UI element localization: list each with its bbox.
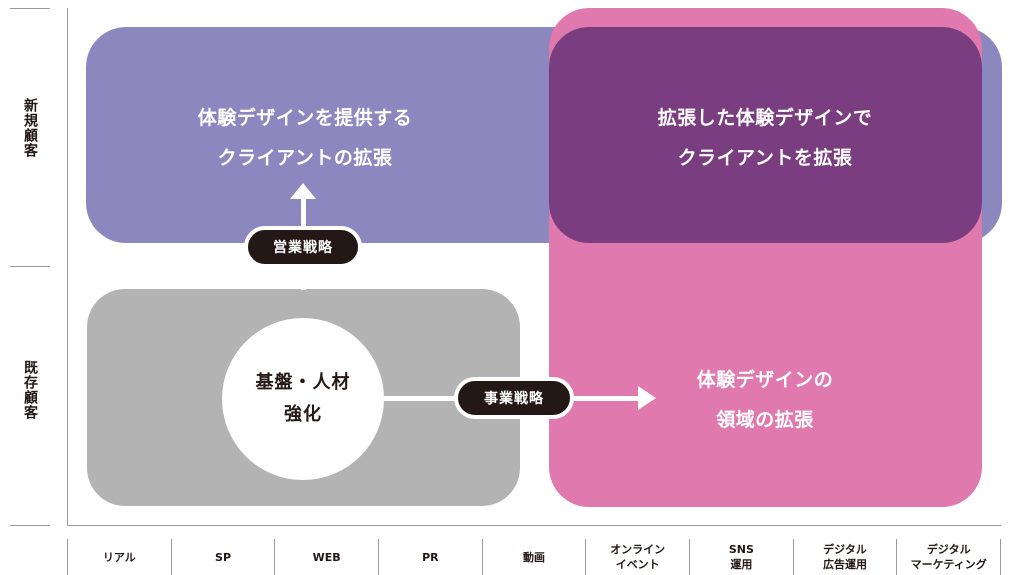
arrow-right-icon [638,386,656,410]
category-label: SNS [728,543,754,556]
category-digital-marketing: デジタル マーケティング [896,539,1002,575]
category-pr: PR [378,539,482,575]
category-label: マーケティング [910,558,987,571]
bottom-right-line-2: 領域の拡張 [716,409,814,431]
top-right-region-text: 拡張した体験デザインで クライアントを拡張 [610,98,920,178]
category-label: PR [422,550,439,564]
category-digital-ads: デジタル 広告運用 [792,539,897,575]
top-left-line-1: 体験デザインを提供する [197,107,413,129]
top-left-region-text: 体験デザインを提供する クライアントの拡張 [150,98,460,178]
category-label: デジタル [823,543,867,556]
row-label-existing-customers: 既存顧客 [22,360,38,420]
core-circle: 基盤・人材 強化 [222,318,384,480]
category-label: 動画 [523,550,546,564]
x-axis-line [67,525,1001,526]
category-sns: SNS 運用 [689,539,793,575]
category-label: 運用 [730,558,753,571]
row-divider-top [10,8,50,9]
category-label: イベント [615,558,660,571]
core-line-2: 強化 [284,404,322,425]
category-sp: SP [170,539,275,575]
overlap-region [549,27,982,243]
category-video: 動画 [481,539,586,575]
category-label: SP [215,550,231,564]
row-label-new-customers: 新規顧客 [22,98,38,158]
category-label: オンライン [610,543,666,556]
category-label: デジタル [926,543,971,556]
category-web: WEB [274,539,378,575]
y-axis-line [67,8,68,525]
category-online-event: オンライン イベント [585,539,689,575]
category-label: リアル [102,550,136,564]
category-label: 広告運用 [823,558,868,571]
top-left-line-2: クライアントの拡張 [217,147,393,169]
category-real: リアル [67,539,171,575]
sales-strategy-badge: 営業戦略 [244,226,362,268]
core-line-1: 基盤・人材 [255,372,351,393]
bottom-right-line-1: 体験デザインの [696,369,834,391]
top-right-line-1: 拡張した体験デザインで [657,107,873,129]
category-axis: リアル SP WEB PR 動画 オンライン イベント SNS 運用 デジタル … [67,539,1002,575]
row-divider-bottom [10,525,50,526]
category-label: WEB [312,550,341,564]
arrow-up-icon [290,183,316,199]
top-right-line-2: クライアントを拡張 [677,147,853,169]
business-strategy-badge: 事業戦略 [454,377,574,419]
bottom-right-region-text: 体験デザインの 領域の拡張 [610,360,920,440]
row-divider-middle [10,266,50,267]
